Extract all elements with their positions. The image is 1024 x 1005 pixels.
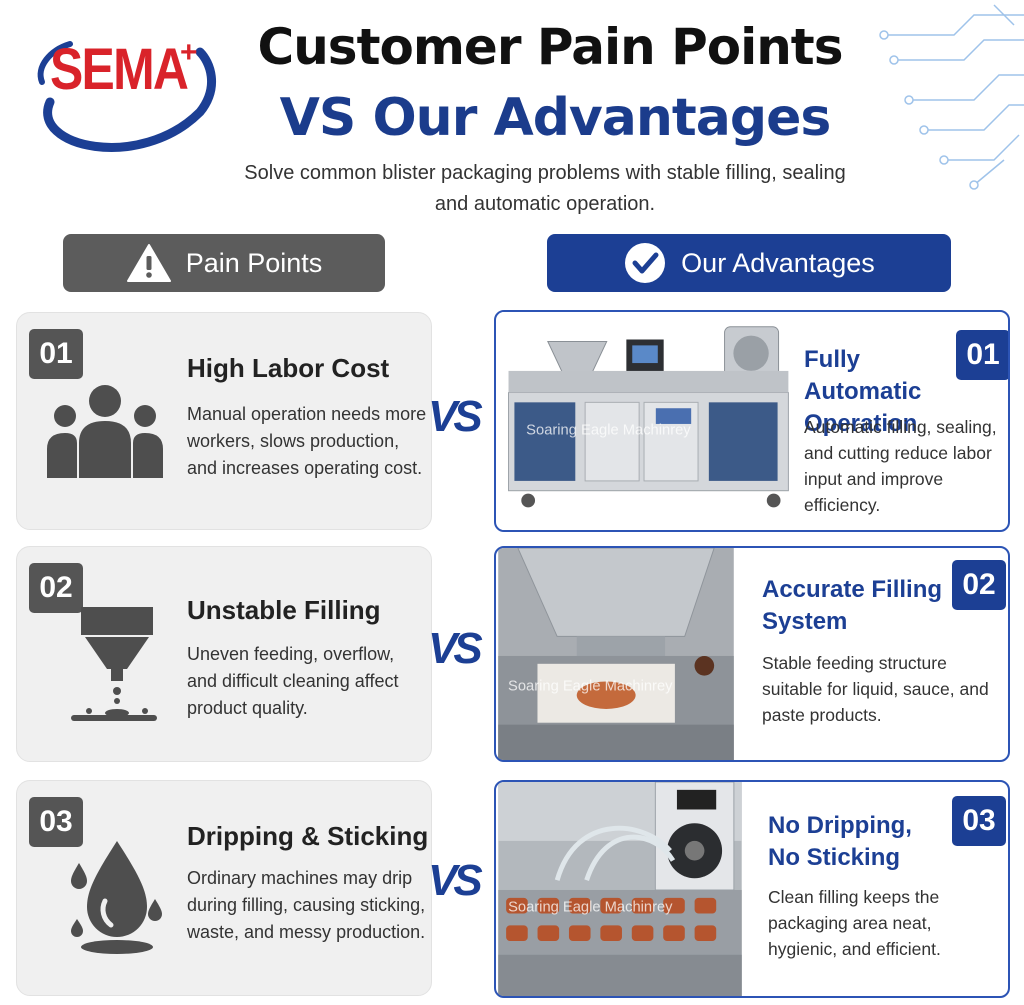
advantage-card-2: Soaring Eagle Machinrey Accurate Filling… [494,546,1010,762]
adv-desc-2: Stable feeding structure suitable for li… [762,653,989,725]
logo-text: SEMA [50,37,189,102]
water-drop-icon [71,841,162,954]
pain-number-1: 01 [29,329,83,379]
pain-title-3: Dripping & Sticking [187,821,429,851]
watermark-text-2: Soaring Eagle Machinrey [508,678,673,694]
pain-number-2: 02 [29,563,83,613]
advantage-card-3: Soaring Eagle Machinrey No Dripping, No … [494,780,1010,998]
adv-desc-3: Clean filling keeps the packaging area n… [768,887,941,959]
pain-desc-3: Ordinary machines may drip during fillin… [187,868,426,942]
pain-desc-2: Uneven feeding, overflow, and difficult … [187,644,399,718]
watermark-text-1: Soaring Eagle Machinrey [526,423,691,439]
check-circle-icon [625,243,666,283]
dripping-nozzle-icon [71,607,157,721]
advantages-label: Our Advantages [681,247,875,278]
pain-points-label: Pain Points [185,247,323,278]
page-subtitle: Solve common blister packaging problems … [244,162,846,215]
adv-title-1: Fully Automatic Operation [804,346,922,437]
pain-card-2: 02 Unstable Filling Uneven feeding, over… [16,546,432,762]
pain-card-1: 01 High Labor Cost Manual operation need… [16,312,432,530]
page-title-line2: VS Our Advantages [279,88,832,148]
logo-swoosh-icon [37,41,217,152]
page-title-line1: Customer Pain Points [257,18,844,76]
logo-plus: + [180,36,198,69]
pain-desc-1: Manual operation needs more workers, slo… [187,404,427,478]
pain-card-3: 03 Dripping & Sticking Ordinary machines… [16,780,432,996]
adv-number-2: 02 [952,560,1006,610]
pain-title-2: Unstable Filling [187,595,381,625]
watermark-text-3: Soaring Eagle Machinrey [508,900,673,916]
pain-number-3: 03 [29,797,83,847]
warning-triangle-icon [126,244,171,282]
vs-badge-2: VS [428,624,483,673]
brand-logo: SEMA + [30,22,220,172]
filling-hopper-photo: Soaring Eagle Machinrey [498,548,734,760]
peristaltic-pump-photo: Soaring Eagle Machinrey [498,782,742,996]
pain-title-1: High Labor Cost [187,353,390,383]
adv-number-1: 01 [956,330,1008,380]
adv-title-3: No Dripping, No Sticking [768,812,912,871]
adv-desc-1: Automatic filling, sealing, and cutting … [804,417,997,515]
vs-badge-3: VS [428,856,483,905]
blister-machine-photo: Soaring Eagle Machinrey [498,312,794,530]
people-group-icon [47,385,163,478]
circuit-decoration-icon [879,4,1024,190]
pain-points-header: Pain Points [63,234,385,292]
advantage-card-1: Soaring Eagle Machinrey Fully Automatic … [494,310,1010,532]
adv-number-3: 03 [952,796,1006,846]
adv-title-2: Accurate Filling System [762,576,943,635]
vs-badge-1: VS [428,392,483,441]
advantages-header: Our Advantages [547,234,951,292]
